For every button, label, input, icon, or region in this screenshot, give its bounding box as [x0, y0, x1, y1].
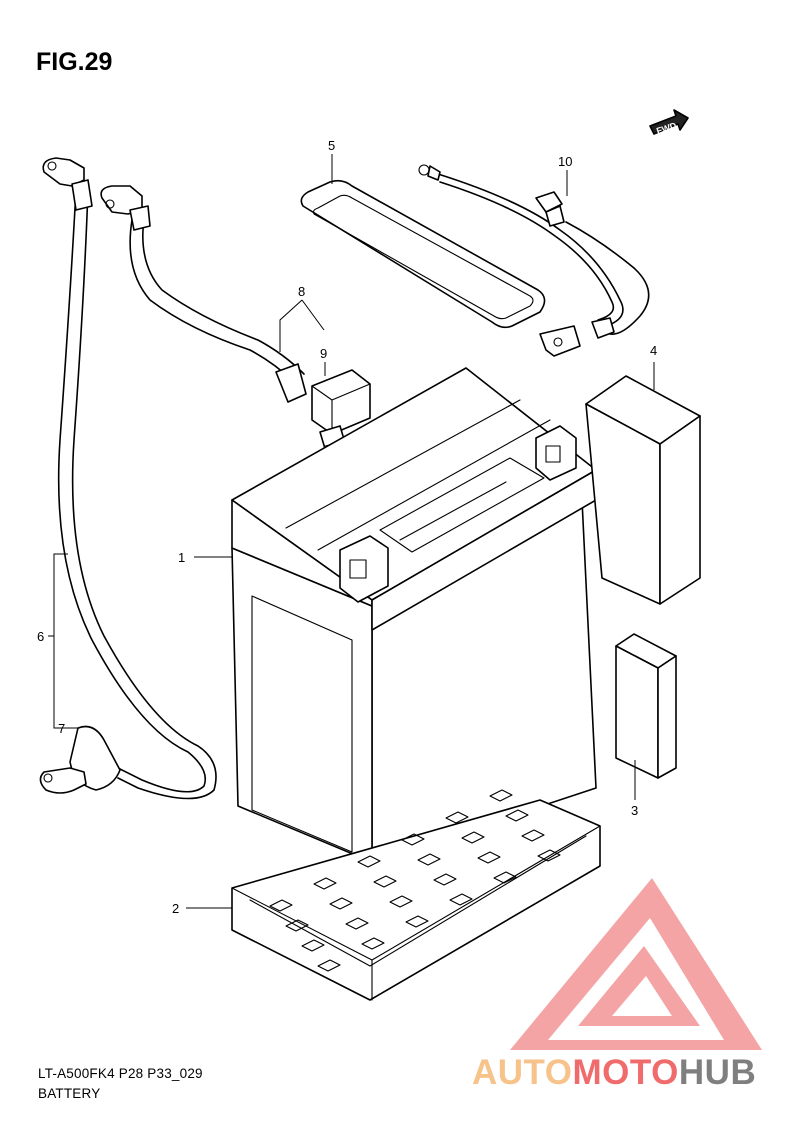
callout-5: 5 [328, 138, 335, 153]
part-2-battery-tray [231, 799, 601, 1001]
part-3-small-pad [615, 633, 677, 779]
tray-slot [269, 899, 293, 912]
tray-slot [361, 937, 385, 950]
callout-labels: 1 2 3 4 5 6 7 8 9 10 [37, 138, 657, 916]
tray-slot [373, 875, 397, 888]
tray-slot [521, 829, 545, 842]
callout-8: 8 [298, 284, 305, 299]
tray-slot [285, 919, 309, 932]
callout-10: 10 [558, 154, 572, 169]
tray-slot [505, 809, 529, 822]
tray-slot [329, 897, 353, 910]
tray-slot [493, 871, 517, 884]
tray-slot [389, 895, 413, 908]
tray-slot [357, 855, 381, 868]
callout-7: 7 [58, 721, 65, 736]
figure-title: FIG.29 [36, 48, 113, 76]
tray-slot [301, 939, 325, 952]
tray-slot [401, 833, 425, 846]
fwd-arrow-icon: FWD [649, 109, 689, 136]
callout-4: 4 [650, 343, 657, 358]
tray-slot [417, 853, 441, 866]
tray-slot [405, 915, 429, 928]
tray-slot [449, 893, 473, 906]
tray-slot [477, 851, 501, 864]
model-code: LT-A500FK4 P28 P33_029 [38, 1066, 203, 1081]
part-10-lead-wire [418, 164, 650, 357]
callout-9: 9 [320, 346, 327, 361]
tray-slot [313, 877, 337, 890]
part-1-battery [231, 367, 597, 863]
tray-slot [317, 959, 341, 972]
tray-slot [461, 831, 485, 844]
callout-1: 1 [178, 550, 185, 565]
watermark-wordmark: AUTOMOTOHUB [472, 1053, 756, 1092]
part-6-negative-cable [39, 157, 217, 800]
callout-3: 3 [631, 803, 638, 818]
part-4-battery-pad [585, 375, 701, 605]
tray-slot [345, 917, 369, 930]
callout-2: 2 [172, 901, 179, 916]
watermark-moto: MOTO [573, 1053, 679, 1092]
section-name: BATTERY [38, 1086, 101, 1101]
watermark-auto: AUTO [472, 1053, 573, 1092]
tray-slot [445, 811, 469, 824]
watermark-hub: HUB [679, 1053, 756, 1092]
tray-slot [489, 789, 513, 802]
callout-6: 6 [37, 629, 44, 644]
automotohub-watermark-logo [510, 878, 762, 1050]
callout-leaders [48, 154, 655, 909]
tray-slot [537, 849, 561, 862]
tray-slot-grid [269, 789, 561, 972]
tray-slot [433, 873, 457, 886]
part-5-battery-band [300, 179, 546, 329]
